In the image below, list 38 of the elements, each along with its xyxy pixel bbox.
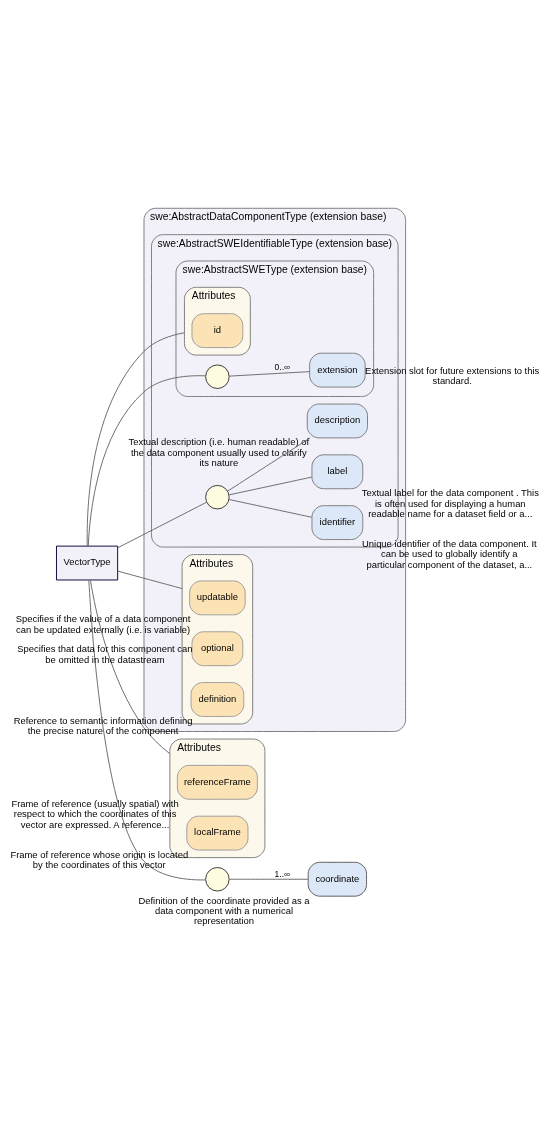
node-box: optional <box>191 631 244 667</box>
node-box: id <box>191 313 244 349</box>
node-box: definition <box>190 682 245 717</box>
node-label: Unique identifier of the data component. It can be used to globally identify a particular component of the dataset, a... <box>362 538 537 570</box>
connector <box>88 579 207 881</box>
node-box: referenceFrame <box>176 764 258 800</box>
connector <box>87 375 207 547</box>
node-label: Frame of reference whose origin is located by the coordinates of this vector <box>10 848 189 870</box>
node-label: Definition of the coordinate provided as a data component with a numerical representation <box>138 894 310 927</box>
connector <box>227 437 311 492</box>
node-label: Textual description (i.e. human readable) of the data component usually used to clarify its nature <box>128 436 309 469</box>
node-box: VectorType <box>56 545 119 581</box>
connector <box>228 476 313 496</box>
edge-label: 0..∞ <box>274 362 291 373</box>
node-circle <box>205 867 230 892</box>
node-label: Textual label for the data component . This is often used for displaying a human readable name for a dataset field or a... <box>361 487 539 519</box>
node-box: description <box>306 403 368 439</box>
node-label: Frame of reference (usually spatial) with respect to which the coordinates of this vector are expressed. A reference... <box>11 797 179 830</box>
node-box: localFrame <box>186 815 249 851</box>
node-label: Reference to semantic information defining the precise nature of the component <box>13 714 193 737</box>
node-circle <box>205 364 230 389</box>
node-box: label <box>311 454 364 490</box>
connector <box>228 499 313 518</box>
edge-label: 1..∞ <box>274 868 291 879</box>
node-box: coordinate <box>307 861 367 897</box>
node-label: Specifies if the value of a data component can be updated externally (i.e. is variable) <box>15 613 191 635</box>
connector <box>86 332 185 547</box>
connector <box>117 501 208 549</box>
node-box: extension <box>309 352 366 388</box>
node-box: identifier <box>311 505 364 540</box>
node-label: Extension slot for future extensions to this standard. <box>365 364 540 387</box>
connector <box>228 371 310 377</box>
connector <box>117 570 183 590</box>
connector <box>228 878 309 880</box>
node-label: Specifies that data for this component can be omitted in the datastream <box>17 643 193 665</box>
connector <box>89 579 171 755</box>
node-box: updatable <box>189 580 246 616</box>
node-circle <box>205 484 230 510</box>
